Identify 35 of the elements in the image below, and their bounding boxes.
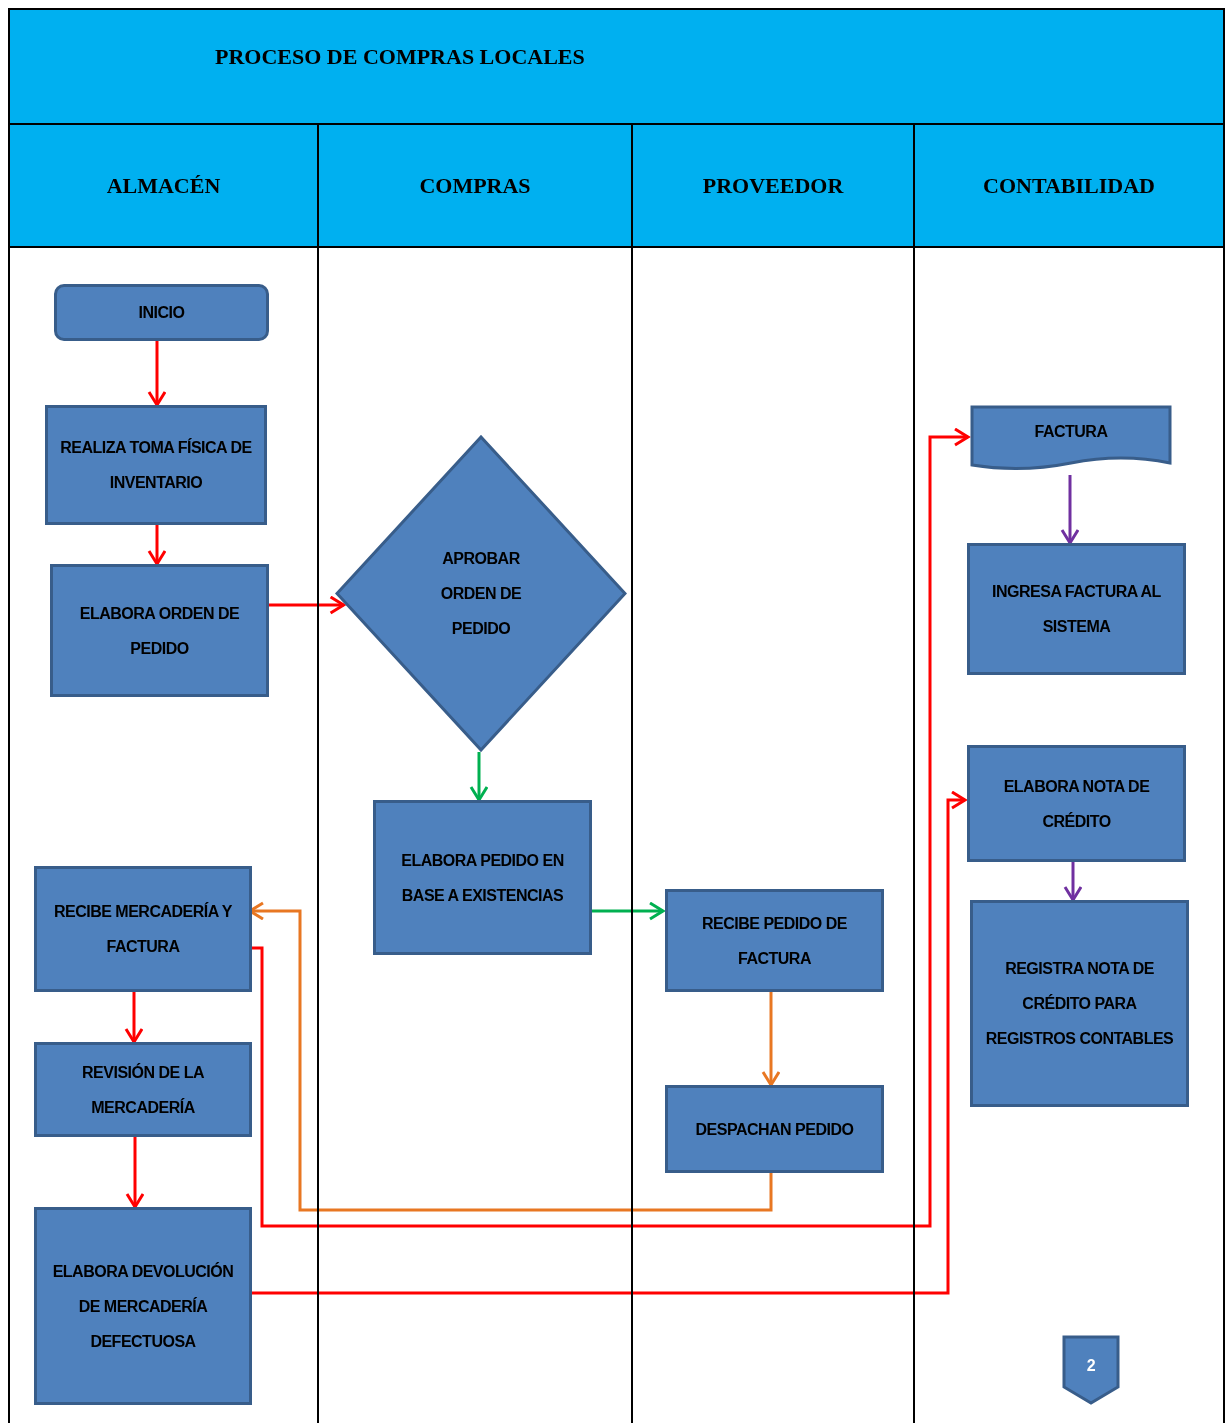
arrow bbox=[125, 1137, 145, 1209]
process-box: ELABORA ORDEN DE PEDIDO bbox=[50, 564, 269, 697]
process-box: ELABORA NOTA DE CRÉDITO bbox=[967, 745, 1186, 862]
swimlane bbox=[913, 125, 1225, 1423]
process-box: INGRESA FACTURA AL SISTEMA bbox=[967, 543, 1186, 675]
process-box: REALIZA TOMA FÍSICA DE INVENTARIO bbox=[45, 405, 267, 525]
process-box: ELABORA PEDIDO EN BASE A EXISTENCIAS bbox=[373, 800, 592, 955]
arrow bbox=[147, 525, 167, 566]
arrow bbox=[1060, 475, 1080, 545]
process-box: ELABORA DEVOLUCIÓN DE MERCADERÍA DEFECTUOSA bbox=[34, 1207, 252, 1405]
arrow bbox=[250, 790, 967, 1295]
arrow bbox=[1063, 862, 1083, 902]
step-label: FACTURA bbox=[1034, 421, 1108, 442]
process-box: REGISTRA NOTA DE CRÉDITO PARA REGISTROS CONTABLES bbox=[970, 900, 1189, 1107]
arrow bbox=[590, 901, 665, 921]
process-box: RECIBE PEDIDO DE FACTURA bbox=[665, 889, 884, 992]
arrow bbox=[267, 595, 346, 615]
process-box: REVISIÓN DE LA MERCADERÍA bbox=[34, 1042, 252, 1137]
lane-header: ALMACÉN bbox=[10, 125, 317, 248]
arrow bbox=[761, 992, 781, 1087]
swimlane bbox=[631, 125, 913, 1423]
title-banner: PROCESO DE COMPRAS LOCALES bbox=[8, 8, 1225, 125]
start-terminal: INICIO bbox=[54, 284, 269, 341]
arrow bbox=[124, 992, 144, 1044]
lane-header: CONTABILIDAD bbox=[915, 125, 1223, 248]
page-number: 2 bbox=[1086, 1355, 1096, 1376]
step-label: APROBAR ORDEN DE PEDIDO bbox=[439, 549, 523, 639]
lane-header: PROVEEDOR bbox=[633, 125, 913, 248]
arrow bbox=[147, 341, 167, 407]
arrow bbox=[469, 752, 489, 802]
swimlane bbox=[317, 125, 631, 1423]
swimlane bbox=[8, 125, 317, 1423]
process-box: DESPACHAN PEDIDO bbox=[665, 1085, 884, 1173]
process-box: RECIBE MERCADERÍA Y FACTURA bbox=[34, 866, 252, 992]
lane-header: COMPRAS bbox=[319, 125, 631, 248]
